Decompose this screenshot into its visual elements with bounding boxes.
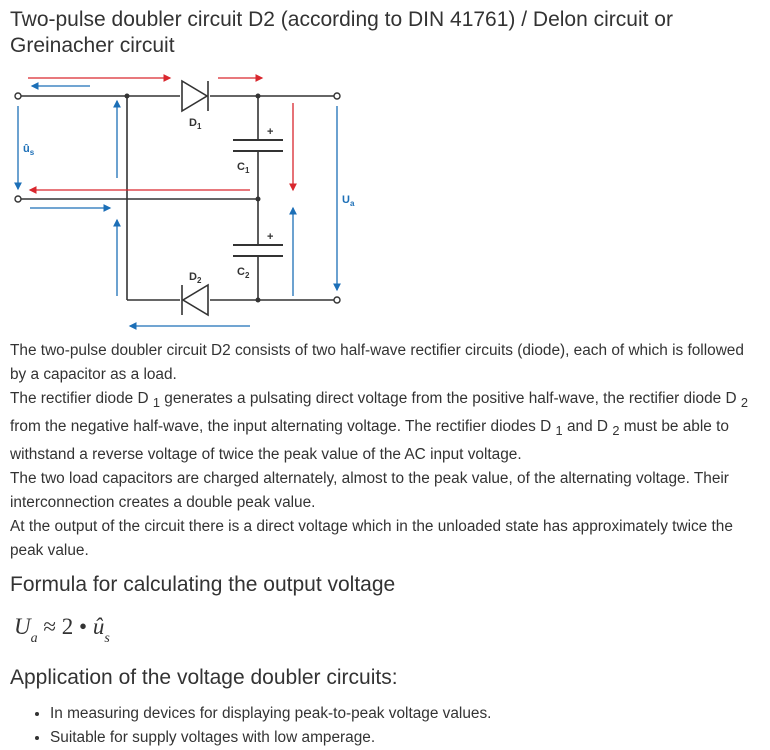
description-text: The two-pulse doubler circuit D2 consist… [10,339,762,563]
list-item: Suitable for supply voltages with low am… [50,726,491,750]
paragraph-1: The two-pulse doubler circuit D2 consist… [10,342,744,383]
blue-current-arrows [14,82,341,330]
d2-label: D2 [189,271,202,285]
c2-plus-sign: + [267,231,273,243]
terminal-input-top [14,92,22,100]
terminal-input-bottom [14,195,22,203]
formula-heading: Formula for calculating the output volta… [10,573,396,596]
diode-d1 [181,79,209,113]
terminal-output-bottom [333,296,341,304]
application-list: In measuring devices for displaying peak… [10,702,491,750]
application-heading: Application of the voltage doubler circu… [10,666,398,689]
circuit-wires [18,95,337,301]
terminals [14,92,341,304]
output-voltage-formula: Ua ≈ 2 • ûs [14,614,110,646]
c1-plus-sign: + [267,126,273,138]
paragraph-4: At the output of the circuit there is a … [10,518,733,560]
list-item: In measuring devices for displaying peak… [50,702,491,726]
red-current-arrows [28,74,297,194]
circuit-diagram: ûs Ua D1 D2 C1 C2 + + [14,74,355,330]
c1-label: C1 [237,161,250,175]
capacitor-c1 [233,139,283,152]
capacitor-c2 [233,244,283,257]
paragraph-2: The rectifier diode D 1 generates a puls… [10,390,749,464]
d1-label: D1 [189,117,202,131]
paragraph-3: The two load capacitors are charged alte… [10,470,729,512]
terminal-output-top [333,92,341,100]
c2-label: C2 [237,266,250,280]
output-voltage-label: Ua [342,194,355,208]
diode-d2 [181,283,209,317]
input-voltage-label: ûs [23,143,35,157]
page-title: Two-pulse doubler circuit D2 (according … [10,8,673,57]
